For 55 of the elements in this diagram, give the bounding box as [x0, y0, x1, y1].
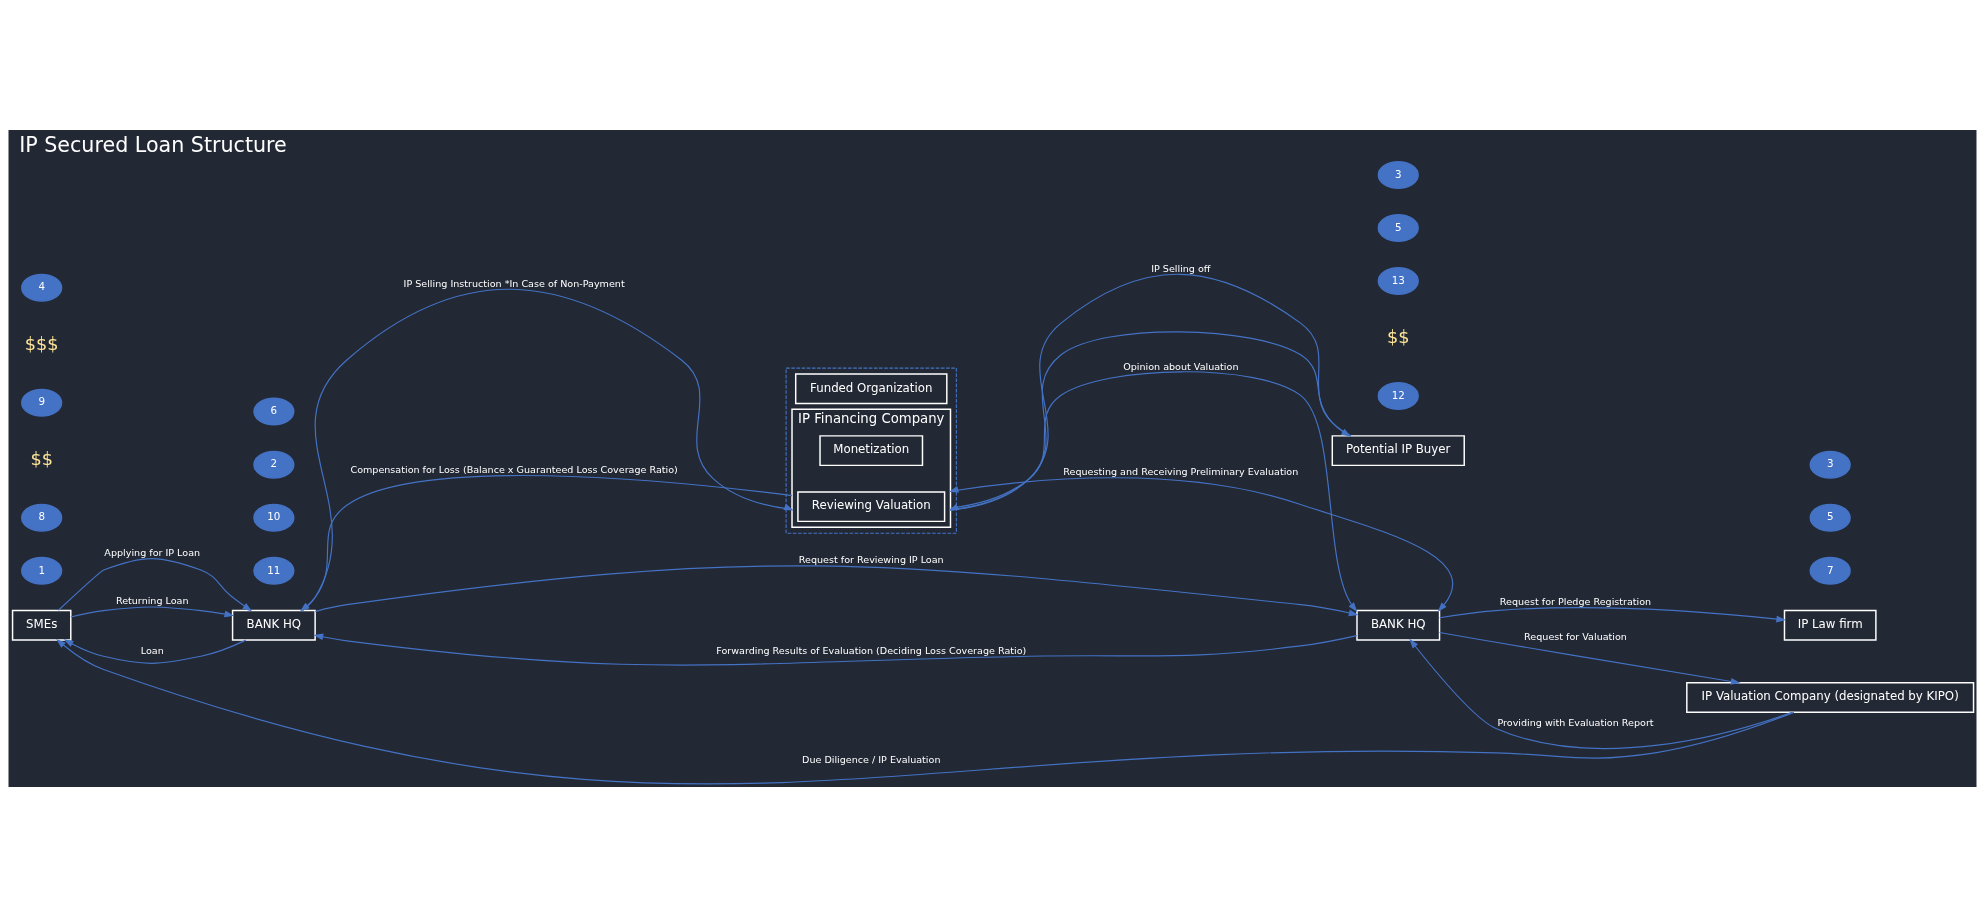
arrow — [1438, 631, 1741, 685]
arrow — [949, 370, 1358, 612]
edge-label: Requesting and Receiving Preliminary Evaluation — [1063, 465, 1299, 477]
arrow — [948, 476, 1454, 612]
node-box: Funded Organization — [794, 372, 948, 404]
label: 12 — [1391, 388, 1405, 401]
label: 5 — [1394, 220, 1402, 233]
arrow — [56, 638, 1795, 784]
node-box: IP Valuation Company (designated by KIPO) — [1686, 681, 1975, 713]
edge-label: Applying for IP Loan — [104, 546, 201, 558]
label: 6 — [270, 403, 278, 416]
edge-label: Request for Valuation — [1524, 630, 1627, 642]
label: 2 — [270, 456, 278, 469]
node-box: Monetization — [819, 434, 924, 466]
label: 5 — [1826, 509, 1834, 522]
arrow — [314, 564, 1359, 616]
edge-label: IP Selling off — [1151, 262, 1211, 274]
node-box: Potential IP Buyer — [1331, 434, 1465, 466]
node-box: BANK HQ — [1356, 609, 1441, 641]
arrow — [313, 633, 1358, 666]
node-box: Reviewing Valuation — [797, 490, 946, 522]
edge-label: Returning Loan — [115, 594, 189, 606]
label: 9 — [38, 394, 45, 407]
label: $$$ — [24, 333, 59, 354]
diagram-title: IP Secured Loan Structure — [19, 132, 287, 157]
edge-label: Providing with Evaluation Report — [1497, 716, 1654, 728]
edge-label: Due Diligence / IP Evaluation — [802, 753, 941, 765]
arrow — [299, 474, 793, 612]
arrow — [70, 605, 235, 618]
edge-label: IP Selling Instruction *In Case of Non-Payment — [403, 277, 625, 289]
label: 3 — [1394, 167, 1402, 180]
edge-label: Request for Reviewing IP Loan — [798, 553, 944, 565]
arrow — [302, 288, 794, 611]
label: 4 — [38, 279, 45, 292]
label: $$ — [30, 448, 53, 469]
edge-label: Opinion about Valuation — [1123, 360, 1239, 372]
edge-label: Compensation for Loss (Balance x Guaranteed Loss Coverage Ratio) — [350, 463, 678, 475]
edge-label: Forwarding Results of Evaluation (Deciding Loss Coverage Ratio) — [716, 644, 1027, 656]
node-box: IP Law firm — [1783, 609, 1877, 641]
label: $$ — [1387, 326, 1410, 347]
edge-label: Request for Pledge Registration — [1499, 595, 1652, 607]
arrow — [63, 638, 247, 664]
label: 13 — [1391, 273, 1405, 286]
label: 7 — [1826, 563, 1834, 575]
edge-label: Loan — [140, 644, 164, 656]
node-box: SMEs — [11, 609, 72, 641]
arrow — [57, 557, 253, 611]
arrow — [1439, 606, 1787, 622]
node-box: BANK HQ — [231, 609, 316, 641]
label: 10 — [267, 509, 281, 522]
label: 1 — [38, 563, 45, 575]
label: 8 — [38, 509, 45, 522]
label: 3 — [1826, 456, 1834, 469]
label: 11 — [267, 563, 281, 575]
arrow — [1409, 638, 1793, 749]
